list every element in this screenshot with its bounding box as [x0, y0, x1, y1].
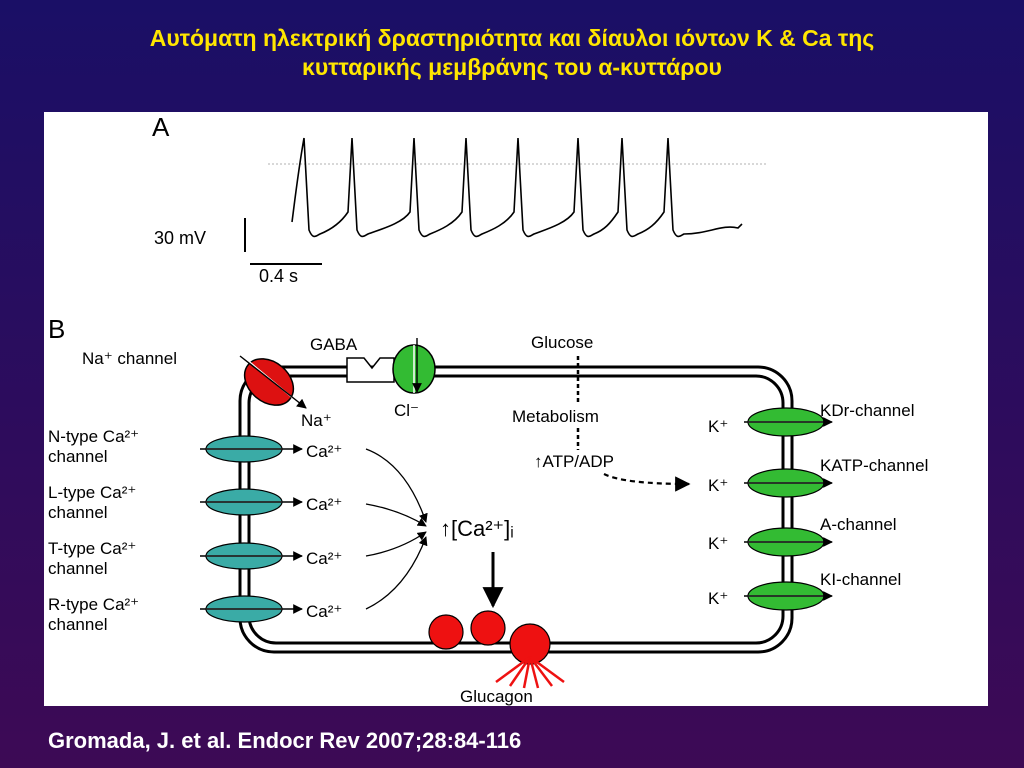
panel-b-label: B [48, 314, 65, 344]
cl-ion-label: Cl⁻ [394, 401, 419, 420]
panel-a-label: A [152, 112, 170, 142]
n-type-label-2: channel [48, 447, 108, 466]
glucagon-label: Glucagon [460, 687, 533, 706]
a-channel-label: A-channel [820, 515, 897, 534]
title-line-2: κυτταρικής μεμβράνης του α-κυττάρου [302, 54, 722, 80]
kdr-channel-label: KDr-channel [820, 401, 915, 420]
na-influx-arrow [239, 355, 307, 409]
k-ion-label-katp: K⁺ [708, 476, 728, 495]
glucagon-release-lines [495, 655, 565, 689]
ca-ion-label-n: Ca²⁺ [306, 442, 342, 461]
ca-ion-label-r: Ca²⁺ [306, 602, 342, 621]
katp-channel-label: KATP-channel [820, 456, 928, 475]
na-ion-label: Na⁺ [301, 411, 332, 430]
t-type-label-1: T-type Ca²⁺ [48, 539, 136, 558]
l-type-label-2: channel [48, 503, 108, 522]
k-ion-label-a: K⁺ [708, 534, 728, 553]
t-type-label-2: channel [48, 559, 108, 578]
glucose-label: Glucose [531, 333, 593, 352]
ca-to-cytosol-arrow-n [365, 448, 428, 523]
figure-svg: A 30 mV 0.4 s B Na⁺ channel Na⁺ GABA Cl⁻… [48, 112, 928, 706]
time-scale-label: 0.4 s [259, 266, 298, 286]
r-type-label-1: R-type Ca²⁺ [48, 595, 139, 614]
atp-to-katp-dashed-arrow [603, 473, 691, 492]
k-ion-label-kdr: K⁺ [708, 417, 728, 436]
membrane-potential-trace [291, 137, 743, 238]
ca-internal-label: ↑[Ca²⁺]ᵢ [440, 516, 514, 541]
title-line-1: Αυτόματη ηλεκτρική δραστηριότητα και δία… [149, 25, 875, 51]
l-type-label-1: L-type Ca²⁺ [48, 483, 136, 502]
ca-to-cytosol-arrow-l [365, 503, 427, 527]
glucagon-granule-1 [428, 614, 464, 650]
voltage-scale-label: 30 mV [154, 228, 206, 248]
gaba-label: GABA [310, 335, 358, 354]
ca-to-cytosol-arrow-t [365, 531, 427, 557]
k-ion-label-ki: K⁺ [708, 589, 728, 608]
ki-channel-label: KI-channel [820, 570, 901, 589]
na-channel [243, 358, 307, 410]
citation: Gromada, J. et al. Endocr Rev 2007;28:84… [48, 728, 522, 753]
atp-adp-label: ↑ATP/ADP [534, 452, 614, 471]
glucagon-granule-exocytosing [509, 623, 551, 665]
r-type-label-2: channel [48, 615, 108, 634]
slide-title: Αυτόματη ηλεκτρική δραστηριότητα και δία… [40, 24, 984, 82]
ca-ion-label-t: Ca²⁺ [306, 549, 342, 568]
cl-channel [392, 344, 436, 394]
gaba-receptor [346, 357, 395, 383]
glucagon-granule-2 [470, 610, 506, 646]
ca-to-cytosol-arrow-r [365, 536, 428, 610]
na-channel-label: Na⁺ channel [82, 349, 177, 368]
n-type-label-1: N-type Ca²⁺ [48, 427, 139, 446]
ca-ion-label-l: Ca²⁺ [306, 495, 342, 514]
figure-panel: A 30 mV 0.4 s B Na⁺ channel Na⁺ GABA Cl⁻… [44, 112, 988, 706]
metabolism-label: Metabolism [512, 407, 599, 426]
